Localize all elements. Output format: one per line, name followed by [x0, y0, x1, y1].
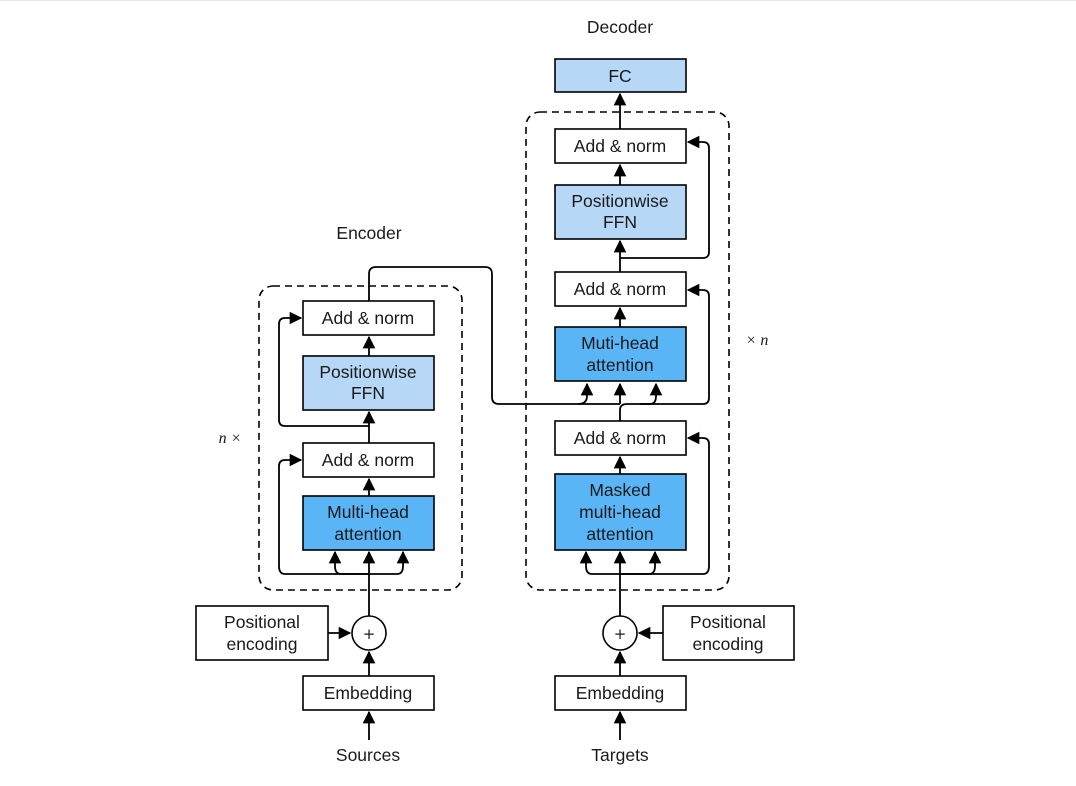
encoder-ffn: Positionwise FFN [302, 355, 435, 411]
encoder: Encoder n × Add & norm Positionwise FFN … [195, 223, 620, 765]
encoder-attention-label-1: Multi-head [327, 502, 409, 522]
encoder-positional-label-2: encoding [226, 634, 297, 654]
decoder-masked-label-1: Masked [589, 480, 650, 500]
decoder-positional-label-2: encoding [692, 634, 763, 654]
encoder-positional-label-1: Positional [224, 612, 300, 632]
decoder-plus-node: + [602, 615, 638, 651]
encoder-ffn-label-2: FFN [351, 383, 385, 403]
decoder-embedding: Embedding [554, 675, 687, 711]
encoder-plus-sign: + [363, 625, 376, 643]
encoder-embedding: Embedding [302, 675, 435, 711]
encoder-layer-group [258, 285, 463, 591]
decoder-attention-label-1: Muti-head [581, 333, 659, 353]
decoder-masked-attention: Masked multi-head attention [554, 473, 687, 551]
top-divider [0, 0, 1076, 1]
decoder-add-norm-middle-label: Add & norm [574, 279, 666, 299]
encoder-ffn-label-1: Positionwise [319, 362, 416, 382]
decoder-add-norm-bottom: Add & norm [554, 420, 687, 456]
encoder-plus-node: + [351, 615, 387, 651]
decoder: Decoder FC × n Add & norm Positionwise F… [525, 17, 795, 765]
decoder-fc-label: FC [608, 66, 631, 86]
decoder-input-label: Targets [591, 745, 649, 765]
decoder-masked-label-3: attention [586, 524, 653, 544]
decoder-embedding-label: Embedding [576, 683, 665, 703]
encoder-embedding-label: Embedding [324, 683, 413, 703]
encoder-title: Encoder [336, 223, 401, 243]
decoder-add-norm-top: Add & norm [554, 128, 687, 164]
encoder-repeat-label: n × [219, 430, 242, 447]
decoder-attention: Muti-head attention [554, 326, 687, 382]
encoder-attention: Multi-head attention [302, 495, 435, 551]
encoder-add-norm-bottom-label: Add & norm [322, 450, 414, 470]
encoder-add-norm-top-label: Add & norm [322, 308, 414, 328]
decoder-title: Decoder [587, 17, 653, 37]
encoder-positional-encoding: Positional encoding [195, 605, 329, 661]
decoder-connections [579, 92, 710, 740]
encoder-add-norm-top: Add & norm [302, 300, 435, 336]
decoder-masked-label-2: multi-head [579, 502, 661, 522]
decoder-add-norm-top-label: Add & norm [574, 136, 666, 156]
decoder-ffn-label-2: FFN [603, 212, 637, 232]
encoder-input-label: Sources [336, 745, 400, 765]
decoder-layer-group [525, 111, 730, 591]
decoder-fc: FC [554, 58, 687, 93]
decoder-attention-label-2: attention [586, 355, 653, 375]
encoder-attention-label-2: attention [334, 524, 401, 544]
decoder-repeat-label: × n [746, 332, 769, 349]
decoder-positional-label-1: Positional [690, 612, 766, 632]
decoder-plus-sign: + [614, 625, 627, 643]
decoder-ffn: Positionwise FFN [554, 184, 687, 240]
decoder-positional-encoding: Positional encoding [662, 605, 795, 661]
encoder-connections [278, 266, 620, 740]
decoder-add-norm-bottom-label: Add & norm [574, 428, 666, 448]
decoder-add-norm-middle: Add & norm [554, 271, 687, 307]
encoder-add-norm-bottom: Add & norm [302, 442, 435, 478]
decoder-ffn-label-1: Positionwise [571, 191, 668, 211]
